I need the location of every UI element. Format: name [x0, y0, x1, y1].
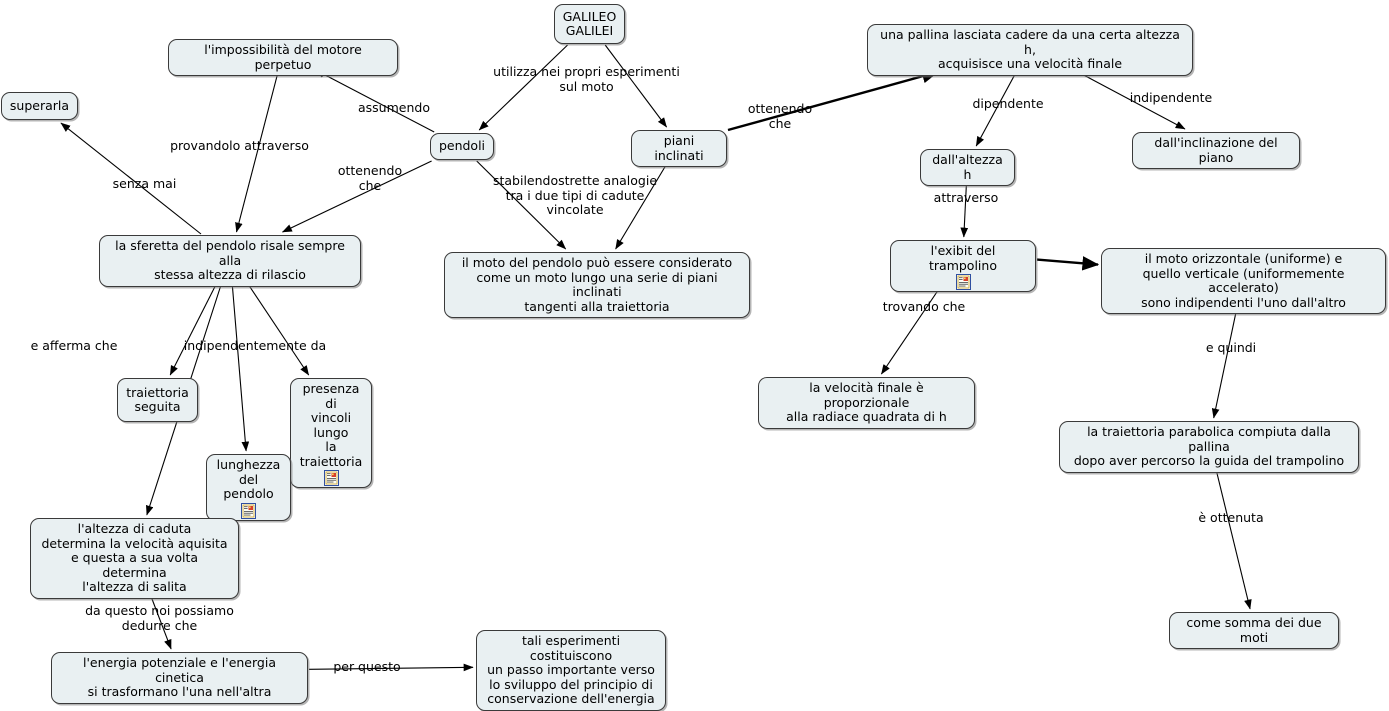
concept-node-label: presenza di vincoli lungo la traiettoria [299, 381, 363, 469]
concept-node-label: tali esperimenti costituiscono un passo … [487, 633, 655, 706]
concept-node-label: dall'altezza h [932, 152, 1003, 182]
concept-node-piani[interactable]: piani inclinati [631, 130, 727, 167]
concept-node-lunghezza[interactable]: lunghezza del pendolo [206, 454, 291, 521]
edge-sferetta-to-vincoli [244, 279, 310, 376]
concept-node-label: la traiettoria parabolica compiuta dalla… [1073, 424, 1345, 468]
link-label-ll-trovando[interactable]: trovando che [882, 299, 966, 314]
edge-sferetta-to-lunghezza [231, 279, 250, 452]
link-label-ll-attraverso[interactable]: attraverso [933, 190, 999, 205]
link-label-ll-perquesto[interactable]: per questo [333, 659, 401, 674]
concept-node-motopendolo[interactable]: il moto del pendolo può essere considera… [444, 252, 750, 318]
link-label-ll-stabilendo[interactable]: stabilendostrette analogie tra i due tip… [492, 173, 658, 217]
link-label-ll-senzamai[interactable]: senza mai [112, 176, 177, 191]
link-label-ll-utilizza[interactable]: utilizza nei propri esperimenti sul moto [493, 64, 680, 94]
concept-node-motoorizz[interactable]: il moto orizzontale (uniforme) e quello … [1101, 248, 1386, 314]
concept-node-label: GALILEO GALILEI [562, 8, 617, 38]
link-label-ll-affermache[interactable]: e afferma che [30, 338, 118, 353]
concept-node-label: dall'inclinazione del piano [1154, 135, 1278, 165]
concept-node-galileo[interactable]: GALILEO GALILEI [554, 4, 625, 44]
concept-node-superarla[interactable]: superarla [1, 92, 78, 120]
concept-node-impossibilita[interactable]: l'impossibilità del motore perpetuo [168, 39, 398, 76]
link-label-ll-assumendo[interactable]: assumendo [358, 100, 430, 115]
edge-exibit-to-motoorizz [1036, 256, 1100, 271]
concept-node-label: la velocità finale è proporzionale alla … [786, 380, 947, 424]
concept-node-label: lunghezza del pendolo [216, 457, 281, 501]
concept-node-sferetta[interactable]: la sferetta del pendolo risale sempre al… [99, 235, 361, 287]
concept-node-vincoli[interactable]: presenza di vincoli lungo la traiettoria [290, 378, 372, 488]
concept-node-altezzah[interactable]: dall'altezza h [920, 149, 1015, 186]
concept-node-label: come somma dei due moti [1186, 615, 1322, 645]
concept-node-label: l'exibit del trampolino [929, 243, 997, 273]
concept-node-parabolica[interactable]: la traiettoria parabolica compiuta dalla… [1059, 421, 1359, 473]
concept-node-label: superarla [9, 97, 70, 113]
concept-node-exibit[interactable]: l'exibit del trampolino [890, 240, 1036, 292]
concept-node-inclinazione[interactable]: dall'inclinazione del piano [1132, 132, 1300, 169]
link-label-ll-eottenuta[interactable]: è ottenuta [1198, 510, 1264, 525]
concept-node-label: una pallina lasciata cadere da una certa… [880, 27, 1180, 71]
edge-parabolica-to-sommamoti [1213, 460, 1252, 610]
concept-node-label: il moto orizzontale (uniforme) e quello … [1141, 251, 1346, 310]
resource-document-icon[interactable] [323, 470, 339, 486]
concept-node-sommamoti[interactable]: come somma dei due moti [1169, 612, 1339, 649]
link-label-ll-daquesto[interactable]: da questo noi possiamo dedurre che [85, 603, 234, 633]
resource-document-icon[interactable] [241, 502, 256, 519]
link-label-ll-dipendente[interactable]: dipendente [972, 96, 1044, 111]
concept-node-label: l'energia potenziale e l'energia cinetic… [83, 655, 276, 699]
concept-node-energia[interactable]: l'energia potenziale e l'energia cinetic… [51, 652, 308, 704]
concept-node-traiettoria[interactable]: traiettoria seguita [117, 378, 198, 422]
concept-node-velfinale[interactable]: la velocità finale è proporzionale alla … [758, 377, 975, 429]
resource-document-icon[interactable] [955, 274, 971, 290]
link-label-ll-provandolo[interactable]: provandolo attraverso [170, 138, 309, 153]
edge-motoorizz-to-parabolica [1211, 305, 1238, 419]
concept-node-label: piani inclinati [654, 133, 704, 163]
concept-node-pendoli[interactable]: pendoli [430, 133, 494, 160]
concept-node-label: l'impossibilità del motore perpetuo [204, 42, 362, 72]
edge-sferetta-to-traiettoria [169, 279, 219, 376]
concept-node-label: pendoli [438, 138, 486, 154]
concept-node-label: l'altezza di caduta determina la velocit… [41, 521, 228, 594]
concept-node-taliesp[interactable]: tali esperimenti costituiscono un passo … [476, 630, 666, 711]
link-label-ll-equindi[interactable]: e quindi [1205, 340, 1257, 355]
link-label-ll-ottenendo-r[interactable]: ottenendo che [747, 101, 813, 131]
concept-node-altezzacaduta[interactable]: l'altezza di caduta determina la velocit… [30, 518, 239, 599]
link-label-ll-indipdа[interactable]: indipendentemente da [183, 338, 327, 353]
concept-node-label: il moto del pendolo può essere considera… [461, 255, 733, 314]
link-label-ll-indipendente[interactable]: indipendente [1129, 90, 1213, 105]
concept-node-label: traiettoria seguita [126, 384, 189, 414]
concept-node-pallina[interactable]: una pallina lasciata cadere da una certa… [867, 24, 1193, 76]
link-label-ll-ottenendo-l[interactable]: ottenendo che [337, 163, 403, 193]
concept-node-label: la sferetta del pendolo risale sempre al… [115, 238, 345, 282]
